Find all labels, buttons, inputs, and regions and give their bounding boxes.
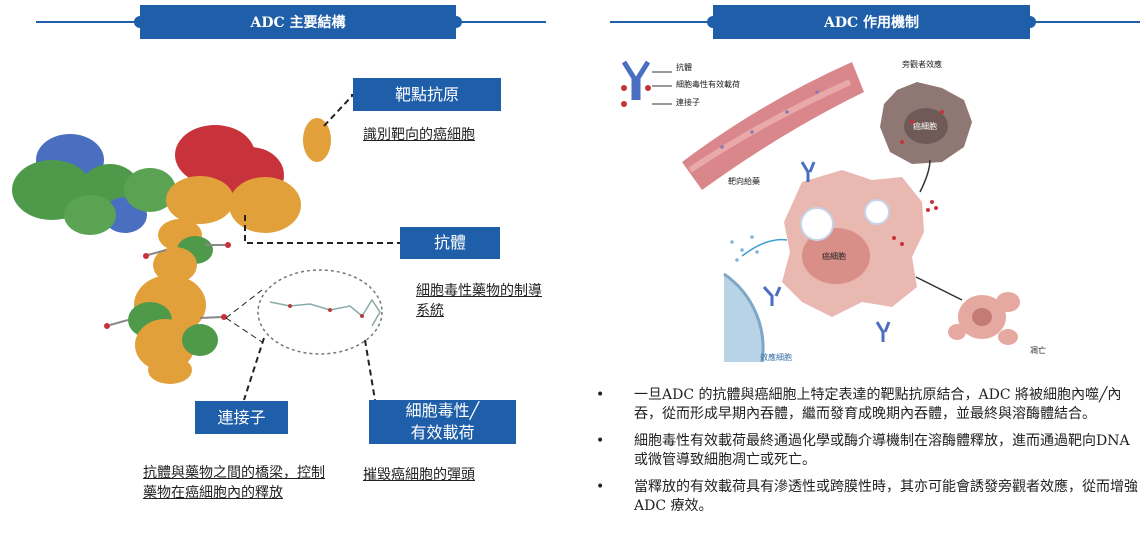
effector-cell-label: 效應細胞 bbox=[760, 353, 792, 362]
bullet-text: 當釋放的有效載荷具有滲透性或跨膜性時，其亦可能會誘發旁觀者效應，從而增強ADC … bbox=[634, 479, 1138, 514]
cancer-cell-main-label: 癌細胞 bbox=[822, 252, 846, 261]
antibody-fc-region-icon bbox=[128, 219, 218, 384]
linker-connector-line bbox=[243, 337, 265, 401]
bullet-icon: • bbox=[596, 387, 605, 403]
payload-label: 細胞毒性╱ 有效載荷 bbox=[369, 400, 516, 444]
apoptotic-cell-icon bbox=[948, 292, 1020, 345]
antibody-blue-green-arm-icon bbox=[12, 134, 176, 235]
payload-attachment-icon bbox=[109, 244, 225, 326]
effector-cell-icon bbox=[724, 274, 764, 362]
payload-desc: 摧毀癌細胞的彈頭 bbox=[363, 467, 475, 483]
cancer-cell-top-label: 癌細胞 bbox=[913, 122, 937, 131]
adc-antibody-icon bbox=[762, 161, 891, 342]
endosome-icon bbox=[800, 207, 834, 241]
left-panel-title: ADC 主要結構 bbox=[140, 5, 456, 39]
legend-antibody-icon bbox=[621, 60, 651, 107]
bullet-text: 一旦ADC 的抗體與癌細胞上特定表達的靶點抗原結合，ADC 將被細胞內噬╱內吞，… bbox=[634, 387, 1122, 422]
bullet-icon: • bbox=[596, 433, 605, 449]
linker-desc: 抗體與藥物之間的橋梁，控制藥物在癌細胞內的釋放 bbox=[143, 465, 325, 501]
antigen-connector-line bbox=[323, 94, 353, 127]
legend-payload-text: 細胞毒性有效載荷 bbox=[676, 80, 740, 89]
antibody-desc: 細胞毒性藥物的制導系統 bbox=[416, 283, 542, 319]
lysosome-icon bbox=[864, 199, 890, 225]
payload-connector-line bbox=[364, 339, 376, 401]
list-item: • 當釋放的有效載荷具有滲透性或跨膜性時，其亦可能會誘發旁觀者效應，從而增強ADC… bbox=[592, 478, 1144, 516]
antibody-red-orange-arm-icon bbox=[166, 125, 301, 233]
bullet-icon: • bbox=[596, 479, 605, 495]
target-antigen-icon bbox=[303, 118, 331, 162]
list-item: • 一旦ADC 的抗體與癌細胞上特定表達的靶點抗原結合，ADC 將被細胞內噬╱內吞… bbox=[592, 386, 1144, 424]
legend-antibody-text: 抗體 bbox=[676, 63, 692, 72]
adc-structure-illustration bbox=[12, 94, 400, 401]
molecule-icon bbox=[269, 298, 381, 327]
payload-label-line2: 有效載荷 bbox=[410, 423, 475, 442]
bullet-text: 細胞毒性有效載荷最終通過化學或酶介導機制在溶酶體釋放，進而通過靶向DNA 或微管… bbox=[634, 433, 1130, 468]
target-antigen-desc: 識別靶向的癌細胞 bbox=[363, 127, 475, 143]
legend-linker-text: 連接子 bbox=[676, 98, 700, 107]
adc-mechanism-illustration bbox=[621, 60, 1020, 363]
mechanism-bullet-list: • 一旦ADC 的抗體與癌細胞上特定表達的靶點抗原結合，ADC 將被細胞內噬╱內吞… bbox=[592, 386, 1144, 524]
linker-label: 連接子 bbox=[195, 401, 288, 434]
apoptosis-label: 凋亡 bbox=[1030, 346, 1046, 355]
target-antigen-label: 靶點抗原 bbox=[353, 78, 501, 111]
antibody-label: 抗體 bbox=[400, 227, 500, 259]
bystander-label: 旁觀者效應 bbox=[902, 60, 942, 69]
payload-label-line1: 細胞毒性╱ bbox=[405, 401, 480, 420]
right-panel-title: ADC 作用機制 bbox=[713, 5, 1030, 39]
payload-zoom-circle bbox=[257, 269, 383, 355]
targeted-delivery-label: 靶向給藥 bbox=[728, 177, 760, 186]
antibody-connector-line bbox=[244, 215, 400, 244]
list-item: • 細胞毒性有效載荷最終通過化學或酶介導機制在溶酶體釋放，進而通過靶向DNA 或微… bbox=[592, 432, 1144, 470]
